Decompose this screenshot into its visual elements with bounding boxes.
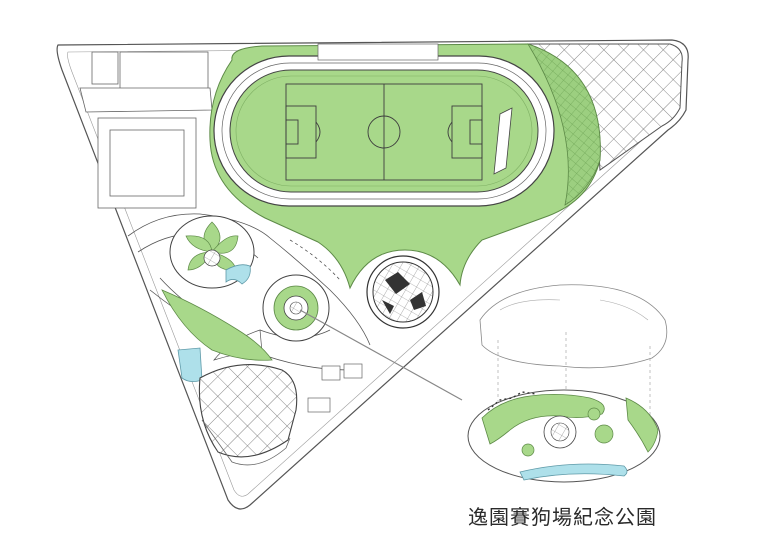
left-green-lawn [161, 289, 273, 361]
round-plaza [262, 274, 330, 342]
flower-pavilion [169, 215, 255, 289]
football-pitch [285, 83, 483, 181]
detail-axonometric [467, 284, 668, 483]
running-track-mid [221, 62, 547, 200]
leader-line [299, 309, 463, 401]
caption-title: 逸園賽狗場紀念公園 [468, 505, 657, 529]
small-buildings [307, 363, 363, 413]
lower-grid-building [198, 364, 298, 458]
left-buildings [79, 51, 213, 209]
left-water-feature [177, 347, 203, 382]
stadium-green-grid [527, 43, 601, 206]
grid-dome [366, 255, 440, 329]
